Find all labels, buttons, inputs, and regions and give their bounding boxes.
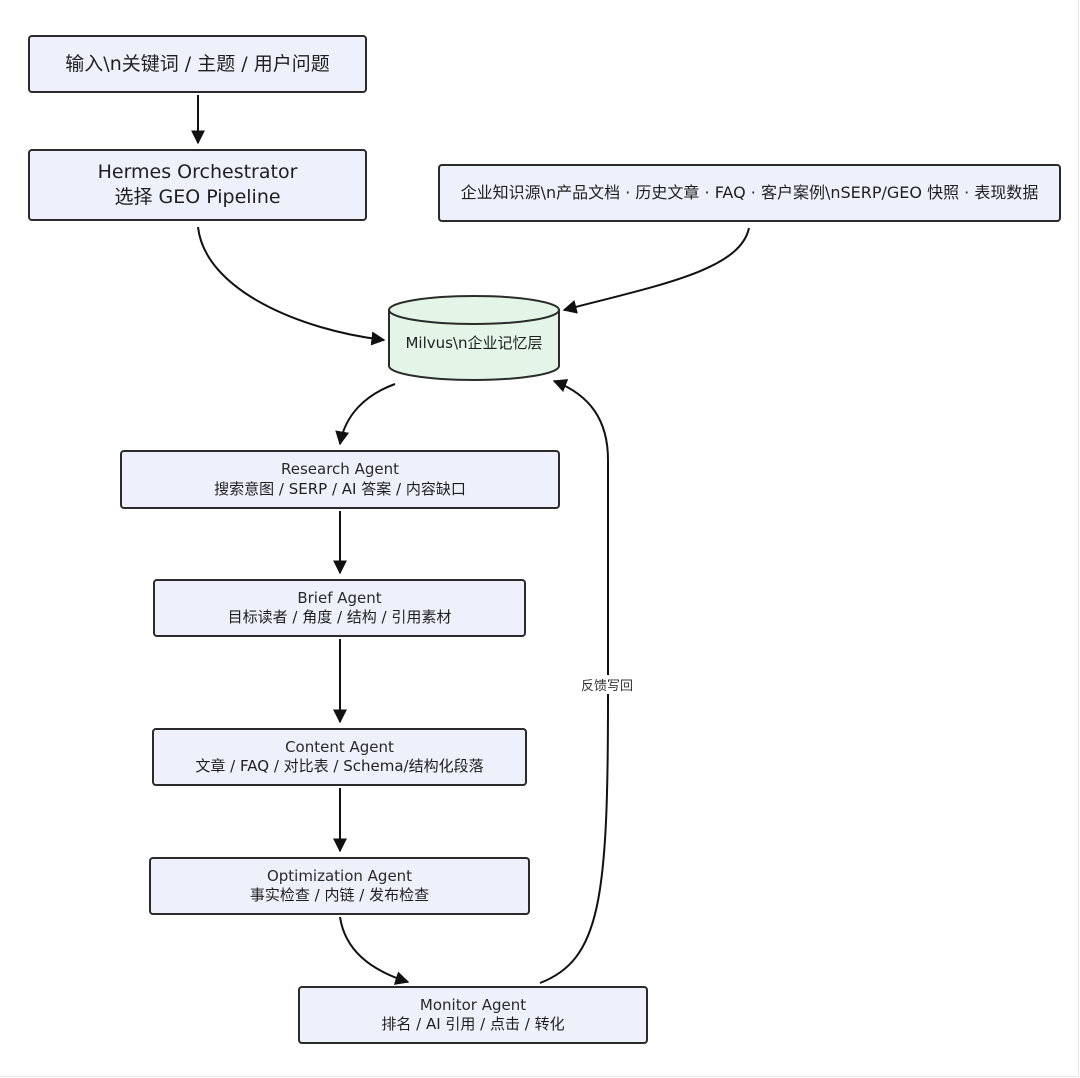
node-research-subtitle: 搜索意图 / SERP / AI 答案 / 内容缺口 bbox=[214, 479, 466, 498]
edge-feedback-label: 反馈写回 bbox=[571, 675, 643, 694]
milvus-cylinder-shape bbox=[388, 295, 560, 381]
node-monitor-agent: Monitor Agent 排名 / AI 引用 / 点击 / 转化 bbox=[298, 986, 648, 1044]
edge-hermes-to-milvus bbox=[197, 226, 386, 346]
node-optimization-title: Optimization Agent bbox=[266, 866, 413, 885]
node-research-title: Research Agent bbox=[281, 460, 399, 478]
node-input: 输入\n关键词 / 主题 / 用户问题 bbox=[28, 35, 367, 93]
node-brief-subtitle: 目标读者 / 角度 / 结构 / 引用素材 bbox=[227, 608, 452, 626]
edge-milvus-to-research bbox=[335, 383, 396, 446]
node-research-agent: Research Agent 搜索意图 / SERP / AI 答案 / 内容缺… bbox=[120, 450, 560, 509]
node-content-agent: Content Agent 文章 / FAQ / 对比表 / Schema/结构… bbox=[152, 728, 527, 786]
node-monitor-title: Monitor Agent bbox=[419, 995, 527, 1014]
node-hermes-title: Hermes Orchestrator bbox=[97, 161, 298, 184]
node-content-title: Content Agent bbox=[285, 737, 394, 756]
node-hermes-orchestrator: Hermes Orchestrator 选择 GEO Pipeline bbox=[28, 149, 367, 221]
edge-sources-to-milvus bbox=[562, 227, 750, 314]
node-optimization-subtitle: 事实检查 / 内链 / 发布检查 bbox=[249, 886, 430, 904]
edge-monitor-feedback-to-milvus bbox=[539, 379, 609, 984]
node-optimization-agent: Optimization Agent 事实检查 / 内链 / 发布检查 bbox=[149, 857, 530, 915]
node-sources-label: 企业知识源\n产品文档 · 历史文章 · FAQ · 客户案例\nSERP/GE… bbox=[460, 182, 1039, 202]
node-content-subtitle: 文章 / FAQ / 对比表 / Schema/结构化段落 bbox=[195, 757, 484, 775]
node-milvus-memory: Milvus\n企业记忆层 bbox=[388, 293, 560, 381]
node-input-label: 输入\n关键词 / 主题 / 用户问题 bbox=[65, 52, 330, 75]
node-brief-agent: Brief Agent 目标读者 / 角度 / 结构 / 引用素材 bbox=[153, 579, 526, 637]
node-milvus-label: Milvus\n企业记忆层 bbox=[405, 333, 543, 352]
node-monitor-subtitle: 排名 / AI 引用 / 点击 / 转化 bbox=[381, 1015, 565, 1033]
node-hermes-subtitle: 选择 GEO Pipeline bbox=[114, 186, 281, 208]
edge-optimization-to-monitor bbox=[339, 916, 410, 985]
node-brief-title: Brief Agent bbox=[297, 588, 382, 607]
node-enterprise-sources: 企业知识源\n产品文档 · 历史文章 · FAQ · 客户案例\nSERP/GE… bbox=[438, 164, 1061, 222]
